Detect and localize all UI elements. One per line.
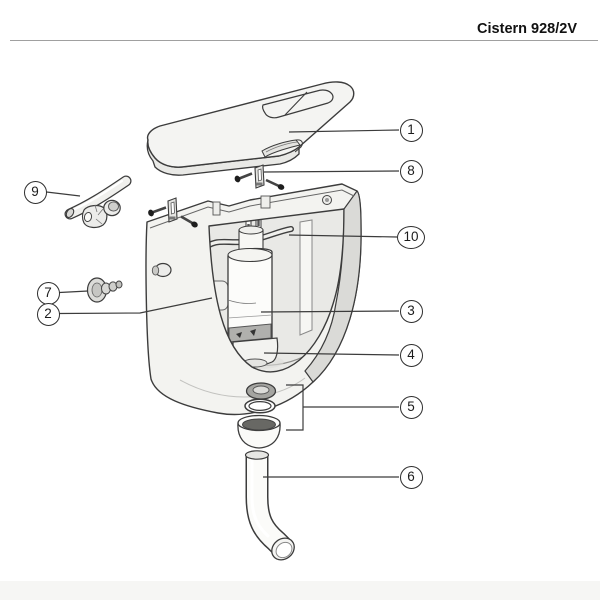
callout-6-number: 6 [407,469,415,485]
hose-nut-fitting [81,204,108,229]
hose-cap-fitting [103,199,121,217]
callout-6: 6 [399,465,423,489]
leader-lines [46,129,400,478]
header-rule [10,40,598,42]
leader-1 [288,129,400,133]
leader-7 [59,290,89,294]
leader-2 [59,297,213,315]
callout-8-number: 8 [407,163,415,179]
cistern-body-group [145,183,362,416]
callout-9-number: 9 [31,184,39,200]
tank-rim-line [149,189,355,229]
side-inlet-boss [151,262,172,278]
tank-interior [197,205,344,372]
rim-clip-slot-right [260,195,271,209]
lid-actuator-bracket [261,139,303,158]
callout-4: 4 [399,343,423,367]
callout-3: 3 [399,299,423,323]
callout-5-number: 5 [407,399,415,415]
callout-4-number: 4 [407,347,415,363]
pipe-top-opening [244,450,270,460]
leader-4 [263,352,400,356]
flush-pipe-group [244,450,295,561]
seal-cup [237,414,281,449]
clip-screws-upper [234,164,285,190]
foam-washer [245,382,277,400]
hose-open-end [65,208,75,218]
leader-10 [288,234,398,238]
callout-7-number: 7 [44,285,52,301]
callout-10: 10 [397,225,425,249]
fixing-clips-group [148,164,285,228]
callout-2: 2 [36,302,60,326]
flush-button-recess [262,89,334,119]
rim-clip-slot-left [212,201,221,216]
tank-right-wall [304,190,362,383]
footer-band [0,581,600,600]
wall-screw-group [86,277,123,303]
leader-9 [46,191,81,197]
callout-10-number: 10 [403,229,419,245]
callout-1: 1 [399,118,423,142]
clip-screws-lower [148,197,198,228]
flush-valve [227,225,279,368]
callout-3-number: 3 [407,303,415,319]
page-title: Cistern 928/2V [477,21,577,37]
lid-group [146,81,355,176]
o-ring [244,398,276,414]
hose-group [64,175,132,229]
seal-kit-group [237,382,281,449]
leader-8 [263,170,400,173]
callout-2-number: 2 [44,306,52,322]
callout-5: 5 [399,395,423,419]
callout-8: 8 [399,159,423,183]
callout-7: 7 [36,281,60,305]
callout-1-number: 1 [407,122,415,138]
leader-3 [260,310,400,313]
callout-9: 9 [23,180,47,204]
